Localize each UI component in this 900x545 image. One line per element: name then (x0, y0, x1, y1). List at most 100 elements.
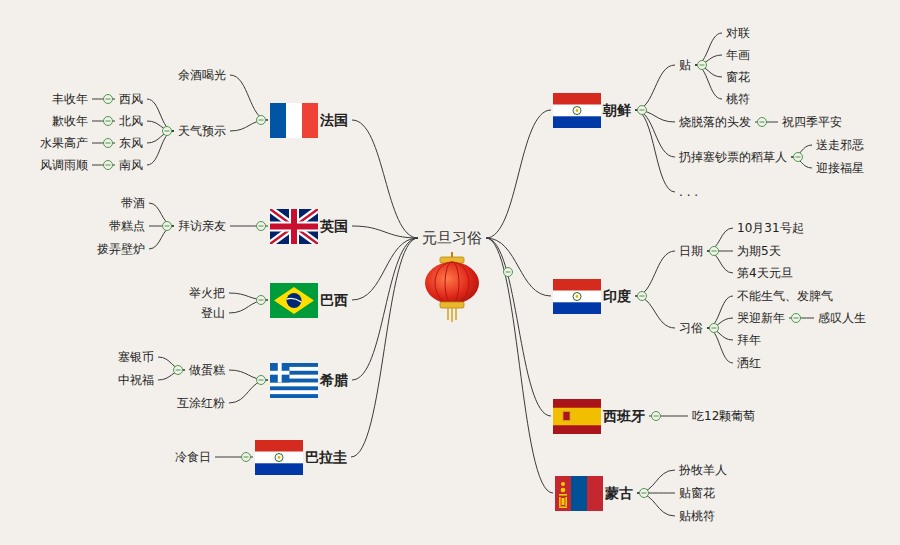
branch-connector (486, 238, 553, 493)
topic-node: 天气预示 (174, 122, 230, 141)
branch-connector (649, 416, 688, 417)
lantern-rib (445, 262, 459, 304)
collapse-toggle (758, 118, 767, 127)
toggle-circle (163, 127, 172, 136)
branch-connector (351, 238, 418, 457)
topic-node: 冷食日 (171, 448, 215, 467)
node-label: 英国 (320, 208, 348, 245)
toggle-minus (700, 65, 705, 66)
node-label: 水果高产 (40, 136, 88, 151)
node-label: 朝鲜 (603, 92, 631, 129)
topic-node: 拨弄壁炉 (93, 240, 149, 259)
topic-node: 拜访亲友 (174, 217, 230, 236)
flag-mongolia (555, 476, 603, 511)
branch-connector (707, 328, 733, 363)
node-label: 带糕点 (109, 219, 145, 234)
toggle-circle (758, 118, 767, 127)
topic-node: 送走邪恶 (812, 136, 868, 155)
central-topic: 元旦习俗 (418, 226, 486, 250)
country-node: 西班牙 (551, 398, 649, 435)
flag-paraguay (255, 440, 303, 475)
branch-connector (486, 110, 551, 238)
topic-node: 为期5天 (733, 242, 785, 261)
flag-icon (553, 279, 601, 314)
node-label: 拜访亲友 (178, 219, 226, 234)
node-label: 带酒 (121, 196, 145, 211)
collapse-toggle (710, 324, 719, 333)
topic-node: 日期 (675, 242, 707, 261)
flag-greece (270, 363, 318, 398)
collapse-toggle (174, 366, 183, 375)
topic-node: 烧脱落的头发 (675, 113, 755, 132)
topic-node: 丰收年 (48, 90, 92, 109)
topic-node: 余酒喝光 (174, 66, 230, 85)
collapse-toggle (640, 489, 649, 498)
node-label: 贴窗花 (679, 486, 715, 501)
branch-connector (352, 226, 418, 238)
topic-node: 登山 (197, 304, 229, 323)
branch-connector (707, 296, 733, 328)
toggle-minus (259, 380, 264, 381)
node-label: 东风 (119, 136, 143, 151)
topic-node: 贴 (675, 56, 695, 75)
node-label: 丰收年 (52, 92, 88, 107)
branch-connector (352, 238, 418, 380)
lantern-icon (425, 252, 479, 322)
lantern-tassel (448, 308, 456, 322)
collapse-toggle (242, 453, 251, 462)
node-label: 送走邪恶 (816, 138, 864, 153)
toggle-circle (163, 222, 172, 231)
collapse-toggle (794, 153, 803, 162)
node-label: 桃符 (726, 92, 750, 107)
lantern-body (425, 262, 479, 304)
connectors (92, 33, 814, 516)
country-node: 蒙古 (553, 475, 637, 512)
toggle-minus (794, 318, 799, 319)
topic-node: 祝四季平安 (778, 113, 846, 132)
node-label: 元旦习俗 (422, 229, 482, 247)
topic-node: 年画 (722, 46, 754, 65)
topic-node: 吃12颗葡萄 (688, 407, 759, 426)
toggle-circle (104, 117, 113, 126)
toggle-circle (698, 61, 707, 70)
branch-connector (230, 75, 268, 120)
collapse-toggle (104, 139, 113, 148)
collapse-toggle (104, 117, 113, 126)
toggle-circle (257, 376, 266, 385)
flag-brazil (270, 283, 318, 318)
collapse-toggle (710, 247, 719, 256)
lantern-rib (435, 262, 469, 304)
branch-connector (352, 238, 418, 300)
topic-node: 举火把 (185, 284, 229, 303)
toggle-circle (104, 139, 113, 148)
topic-node: 10月31号起 (733, 219, 808, 238)
topic-node: 风调雨顺 (36, 156, 92, 175)
flag-france (270, 103, 318, 138)
node-label: 登山 (201, 306, 225, 321)
node-label: 北风 (119, 114, 143, 129)
toggle-minus (259, 120, 264, 121)
node-label: 窗花 (726, 70, 750, 85)
toggle-minus (259, 300, 264, 301)
branch-connector (635, 110, 675, 192)
country-node: 法国 (268, 102, 352, 139)
node-label: 天气预示 (178, 124, 226, 139)
toggle-circle (640, 489, 649, 498)
topic-node: 感叹人生 (814, 309, 870, 328)
toggle-minus (712, 251, 717, 252)
collapse-toggle (257, 296, 266, 305)
node-label: 日期 (679, 244, 703, 259)
toggle-minus (642, 493, 647, 494)
toggle-circle (710, 247, 719, 256)
topic-node: 习俗 (675, 319, 707, 338)
toggle-minus (506, 272, 511, 273)
topic-node: 不能生气、发脾气 (733, 287, 837, 306)
node-label: 巴西 (320, 282, 348, 319)
toggle-minus (176, 370, 181, 371)
country-node: 巴西 (268, 282, 352, 319)
topic-node: 东风 (115, 134, 147, 153)
node-label: 互涂红粉 (177, 396, 225, 411)
branch-connector (695, 33, 722, 65)
collapse-toggle (163, 222, 172, 231)
